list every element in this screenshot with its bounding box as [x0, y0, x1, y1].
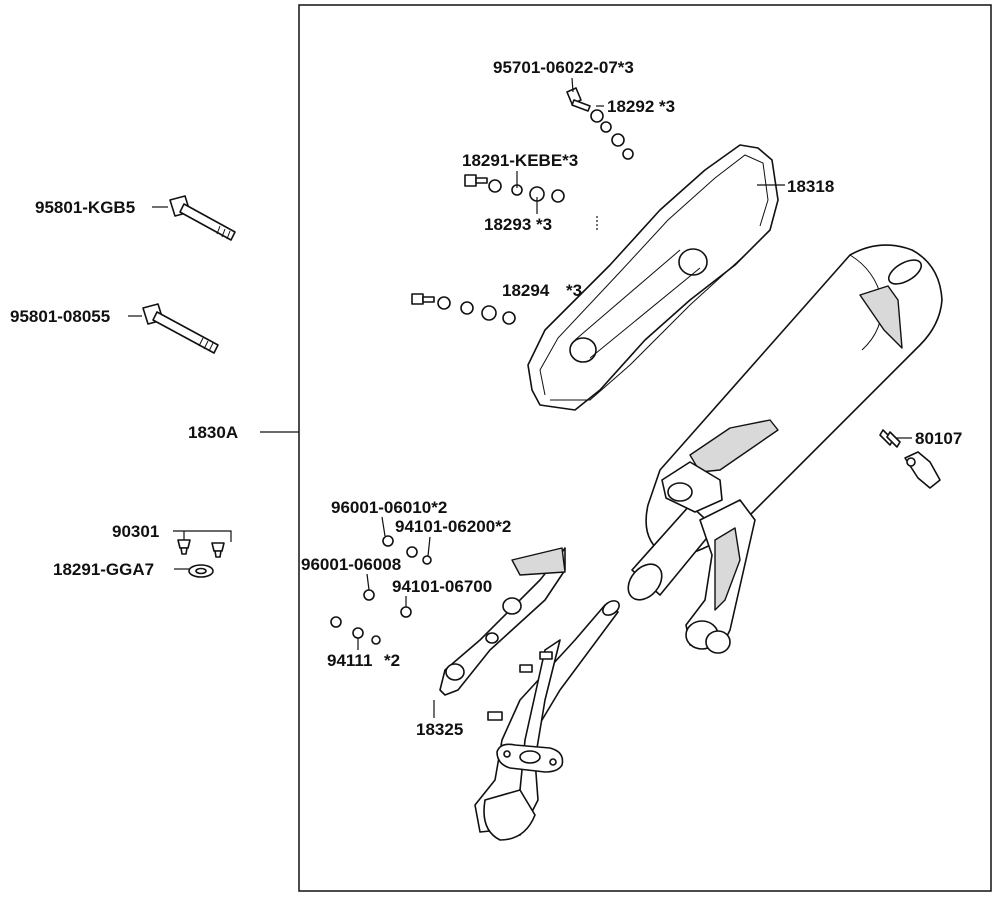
label-94101-06700: 94101-06700: [392, 577, 492, 596]
label-95701-06022-07: 95701-06022-07*3: [493, 58, 634, 77]
label-18291-kebe: 18291-KEBE*3: [462, 151, 578, 170]
muffler-body: [627, 244, 943, 654]
label-18293: 18293 *3: [484, 215, 552, 234]
label-18318: 18318: [787, 177, 834, 196]
label-18325: 18325: [416, 720, 463, 739]
label-96001-06010: 96001-06010*2: [331, 498, 447, 517]
label-94111-qty: *2: [384, 651, 400, 670]
heat-shield: [527, 144, 779, 411]
callout-labels: 95701-06022-07*3 18292 *3 18291-KEBE*3 1…: [10, 58, 962, 739]
clamp-80107: [879, 429, 941, 489]
label-1830a: 1830A: [188, 423, 238, 442]
label-18294: 18294: [502, 281, 550, 300]
label-18291-gga7: 18291-GGA7: [53, 560, 154, 579]
label-95801-kgb5: 95801-KGB5: [35, 198, 135, 217]
pipe-protector: [439, 547, 566, 696]
assembly-frame: [298, 4, 992, 892]
leader-lines: [128, 77, 912, 718]
label-18292: 18292 *3: [607, 97, 675, 116]
label-80107: 80107: [915, 429, 962, 448]
long-bolts: [142, 195, 236, 354]
label-95801-08055: 95801-08055: [10, 307, 110, 326]
label-96001-06008: 96001-06008: [301, 555, 401, 574]
label-94111: 94111: [327, 651, 372, 670]
label-18294-qty: *3: [566, 281, 582, 300]
label-90301: 90301: [112, 522, 159, 541]
lower-hardware: [330, 535, 432, 645]
exhaust-pipe: [474, 600, 620, 841]
label-94101-06200: 94101-06200*2: [395, 517, 511, 536]
clips-and-gasket: [177, 539, 225, 578]
